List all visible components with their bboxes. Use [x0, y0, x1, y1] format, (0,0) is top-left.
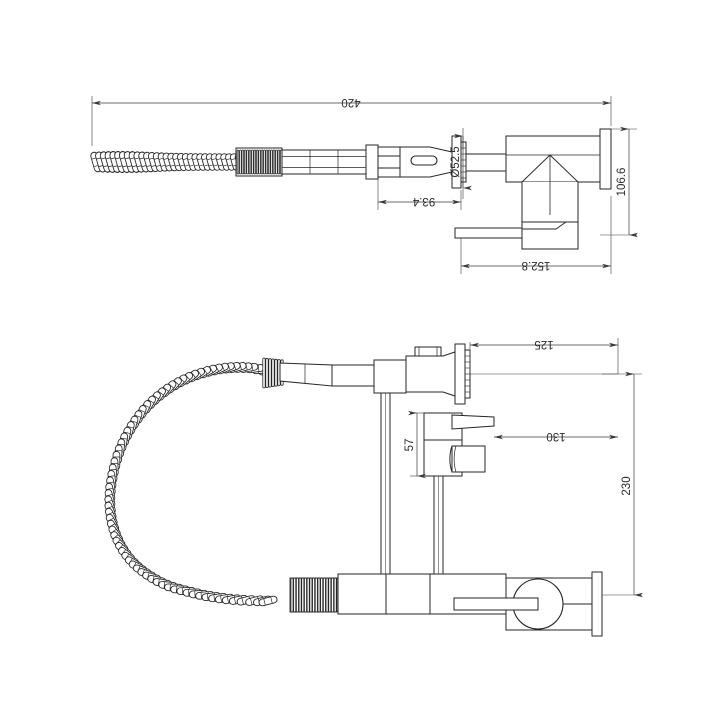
top-view-dimensions: 420 Ø52.5 93.4 152.8 106.6: [91, 96, 638, 274]
top-view-valve-body: [505, 135, 601, 223]
dim-57: 57: [404, 439, 416, 452]
side-view-hose-ribbed: [289, 577, 341, 613]
dim-106-6: 106.6: [616, 168, 628, 197]
side-view-outlet-valve: [453, 577, 593, 631]
dim-93-4: 93.4: [412, 195, 435, 207]
side-view-riser-left: [380, 393, 391, 574]
side-view-spray-head: [405, 346, 456, 397]
side-view-coupling-block: [373, 359, 407, 394]
top-view-lever-handle: [454, 221, 579, 250]
top-view-valve-flange: [599, 128, 612, 190]
side-view-lever-valve: [423, 412, 495, 477]
side-view-group: 125 130 57 230: [103, 338, 643, 637]
dim-152-8: 152.8: [522, 259, 551, 271]
dim-125: 125: [534, 338, 553, 350]
top-view-spray-head: [399, 146, 453, 178]
side-view-base-flange: [591, 571, 603, 637]
dim-130: 130: [546, 430, 565, 442]
top-view-hose-barrel: [281, 149, 367, 175]
dim-230: 230: [621, 476, 633, 495]
side-view-dimensions: 125 130 57 230: [404, 338, 643, 598]
top-view-spring-coil: [89, 150, 247, 174]
top-view-hose-sleeve: [235, 147, 283, 177]
side-view-spring-coil: [103, 360, 283, 608]
top-view-coupling-nut: [365, 144, 401, 180]
side-view-hose-upper: [279, 362, 375, 387]
top-view-stem: [465, 153, 507, 172]
top-view-group: 420 Ø52.5 93.4 152.8 106.6: [89, 96, 638, 274]
dim-52-5: Ø52.5: [450, 146, 462, 177]
side-view-nozzle-flange: [454, 343, 471, 405]
side-view-riser-right: [433, 476, 444, 574]
dim-420: 420: [341, 96, 360, 108]
